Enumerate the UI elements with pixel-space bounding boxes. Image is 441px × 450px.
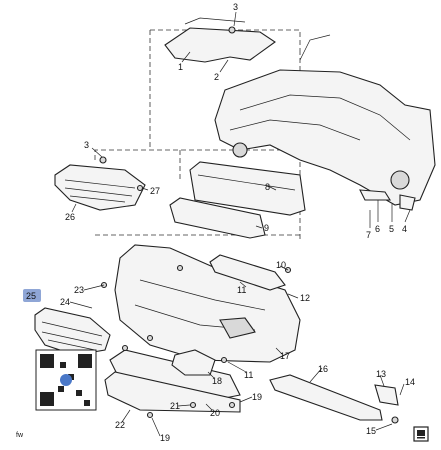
callout-10: 10 xyxy=(276,260,286,270)
callout-14: 14 xyxy=(405,377,415,387)
callout-3: 3 xyxy=(84,140,89,150)
callout-26: 26 xyxy=(65,212,75,222)
qr-code xyxy=(35,349,97,411)
upper-grille xyxy=(54,164,146,211)
callout-7: 7 xyxy=(366,230,371,240)
upper-splash-shield xyxy=(164,17,276,63)
callout-1: 1 xyxy=(178,62,183,72)
callout-3: 3 xyxy=(233,2,238,12)
callout-19: 19 xyxy=(252,392,262,402)
callout-13: 13 xyxy=(376,369,386,379)
callout-8: 8 xyxy=(265,182,270,192)
corner-reference-mark: fw xyxy=(16,432,24,439)
callout-2: 2 xyxy=(214,72,219,82)
leader-lines xyxy=(69,11,411,437)
callout-5: 5 xyxy=(389,224,394,234)
highlighted-grille xyxy=(34,307,111,356)
badge-background xyxy=(23,289,41,302)
energy-absorber xyxy=(169,197,266,239)
callout-9: 9 xyxy=(264,223,269,233)
badge-label: 25 xyxy=(26,291,36,301)
callout-20: 20 xyxy=(210,408,220,418)
callout-24: 24 xyxy=(60,297,70,307)
callout-19: 19 xyxy=(160,433,170,443)
callout-11: 11 xyxy=(244,370,253,380)
side-brackets xyxy=(359,189,416,406)
lower-trim-strip xyxy=(269,374,383,421)
callout-12: 12 xyxy=(300,293,310,303)
lower-grille-insert xyxy=(209,254,286,291)
callout-16: 16 xyxy=(318,364,328,374)
front-fascia xyxy=(114,244,301,363)
callout-17: 17 xyxy=(280,351,290,361)
impact-bar xyxy=(189,161,306,216)
callout-labels: 1 2 3 3 4 5 6 7 8 9 10 11 11 12 13 14 15… xyxy=(60,2,415,443)
callout-6: 6 xyxy=(375,224,380,234)
callout-15: 15 xyxy=(366,426,376,436)
engine-bay-structure xyxy=(214,34,436,206)
callout-23: 23 xyxy=(74,285,84,295)
callout-27: 27 xyxy=(150,186,160,196)
callout-21: 21 xyxy=(170,401,180,411)
gm-logo-icon xyxy=(413,426,429,442)
callout-18: 18 xyxy=(212,376,222,386)
callout-badge-25: 25 xyxy=(23,289,41,302)
callout-11: 11 xyxy=(237,285,246,295)
callout-4: 4 xyxy=(402,224,407,234)
fog-lamp-bezel xyxy=(171,349,216,376)
callout-22: 22 xyxy=(115,420,125,430)
